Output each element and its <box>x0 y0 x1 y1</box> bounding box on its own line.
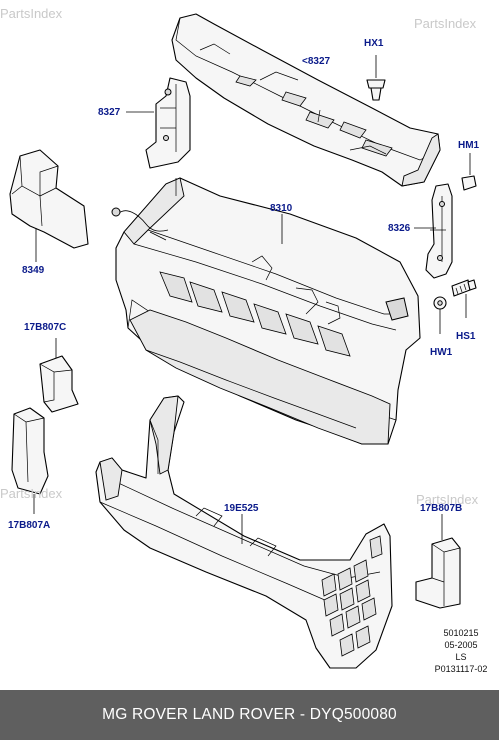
watermark-mid-left: PartsIndex <box>0 486 63 501</box>
callout-hw1: HW1 <box>430 347 453 358</box>
callout-17b807c: 17B807C <box>24 322 67 333</box>
callout-19e525: 19E525 <box>224 503 259 514</box>
callout-8327-top: <8327 <box>302 56 331 67</box>
callout-17b807b: 17B807B <box>420 503 463 514</box>
footer-bar: MG ROVER LAND ROVER - DYQ500080 <box>0 690 499 740</box>
upper-deflector-panel <box>171 13 441 187</box>
washer-hw1 <box>433 296 447 334</box>
left-side-bracket <box>126 77 191 169</box>
callout-hm1: HM1 <box>458 140 480 151</box>
callout-17b807a: 17B807A <box>8 520 51 531</box>
screw-hs1 <box>451 279 477 318</box>
lower-support-frame-19e525 <box>95 395 393 669</box>
main-air-duct-8310 <box>111 177 421 445</box>
right-side-bracket <box>414 183 453 279</box>
watermark-top-left: PartsIndex <box>0 6 63 21</box>
drawing-reference-block: 5010215 05-2005 LS P0131117-02 <box>426 627 496 675</box>
callout-8310: 8310 <box>270 203 293 214</box>
watermark-top-right: PartsIndex <box>414 16 477 31</box>
reference-tag: LS <box>455 652 467 662</box>
block-17b807b <box>415 514 461 609</box>
left-foam-block-8349 <box>9 149 89 262</box>
reference-code: 5010215 <box>443 628 479 638</box>
clip-nut-hm1 <box>461 153 477 191</box>
callout-8349: 8349 <box>22 265 45 276</box>
parts-diagram: PartsIndex PartsIndex PartsIndex PartsIn… <box>0 6 496 675</box>
callout-hx1: HX1 <box>364 38 384 49</box>
callout-8327-left: 8327 <box>98 107 121 118</box>
callout-hs1: HS1 <box>456 331 476 342</box>
callout-8326: 8326 <box>388 223 411 234</box>
reference-date: 05-2005 <box>444 640 478 650</box>
reference-drawing-number: P0131117-02 <box>434 664 488 674</box>
block-17b807a <box>11 407 49 514</box>
exploded-view-drawing <box>9 13 477 669</box>
watermark-mid-right: PartsIndex <box>416 492 479 507</box>
push-clip-hx1 <box>366 55 386 101</box>
block-17b807c <box>39 338 79 413</box>
footer-title: MG ROVER LAND ROVER - DYQ500080 <box>102 706 397 723</box>
